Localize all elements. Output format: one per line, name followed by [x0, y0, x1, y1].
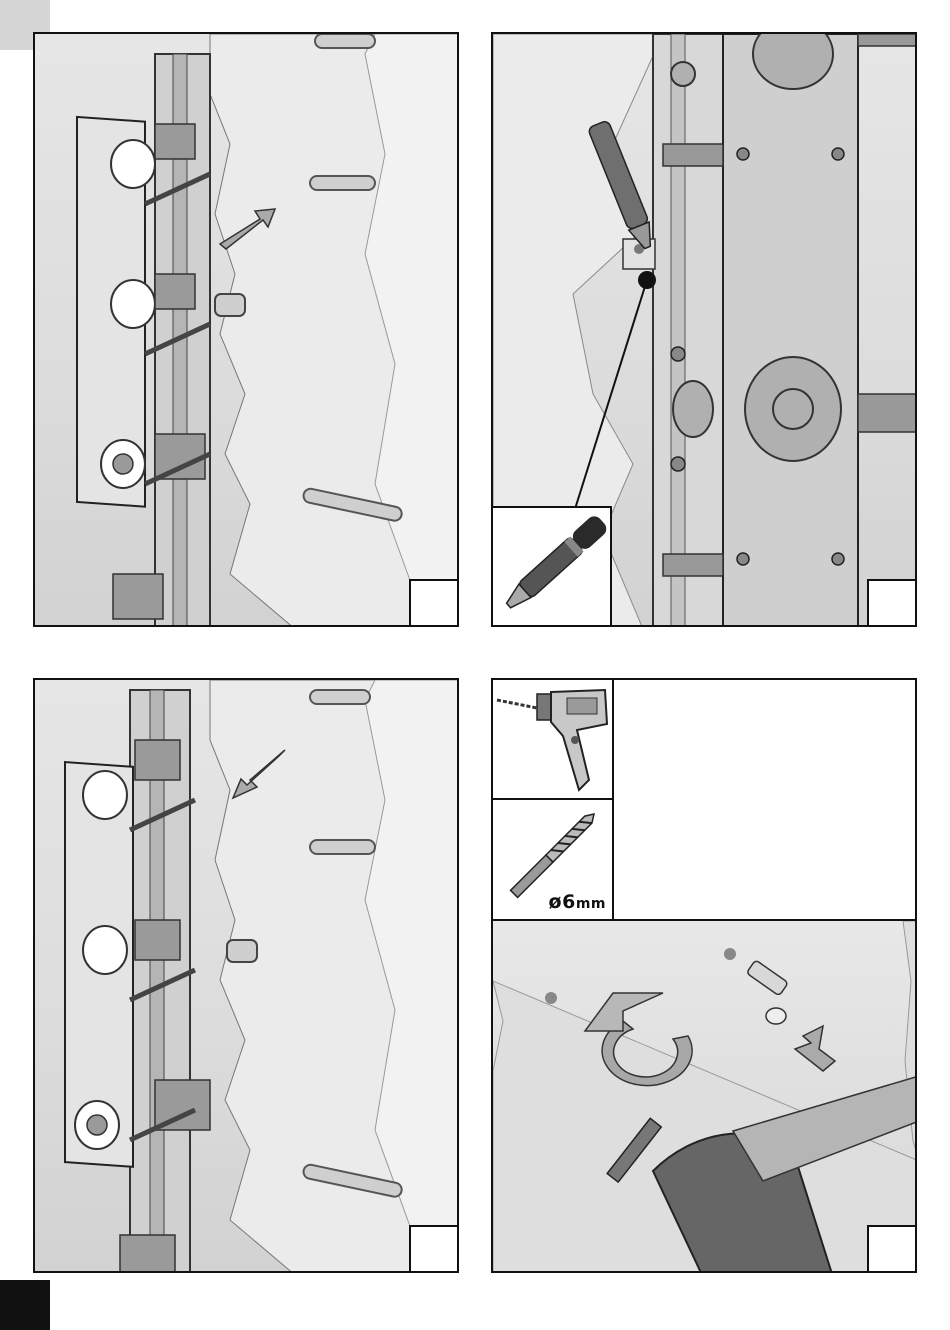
marker-pen-icon	[493, 508, 610, 625]
step-3-panel	[33, 678, 459, 1273]
drilling-wall-icon	[493, 921, 917, 1273]
mounting-frame-icon	[35, 34, 459, 627]
step-4-illustration	[493, 919, 917, 1273]
step-2-panel	[491, 32, 917, 627]
step-1-number-box	[409, 579, 459, 627]
step-4-number-box	[867, 1225, 917, 1273]
page-number-marker	[0, 1280, 50, 1330]
mounting-frame-icon	[35, 680, 459, 1273]
step-2-number-box	[867, 579, 917, 627]
step-4-panel: ø6mm	[491, 678, 917, 1273]
drill-bit-size-label: ø6mm	[549, 891, 606, 913]
step-3-number-box	[409, 1225, 459, 1273]
drill-bit-tool-cell: ø6mm	[491, 798, 614, 921]
drill-icon	[493, 680, 612, 798]
step-1-panel	[33, 32, 459, 627]
drill-tool-cell	[491, 678, 614, 800]
marker-pen-inset	[491, 506, 612, 627]
